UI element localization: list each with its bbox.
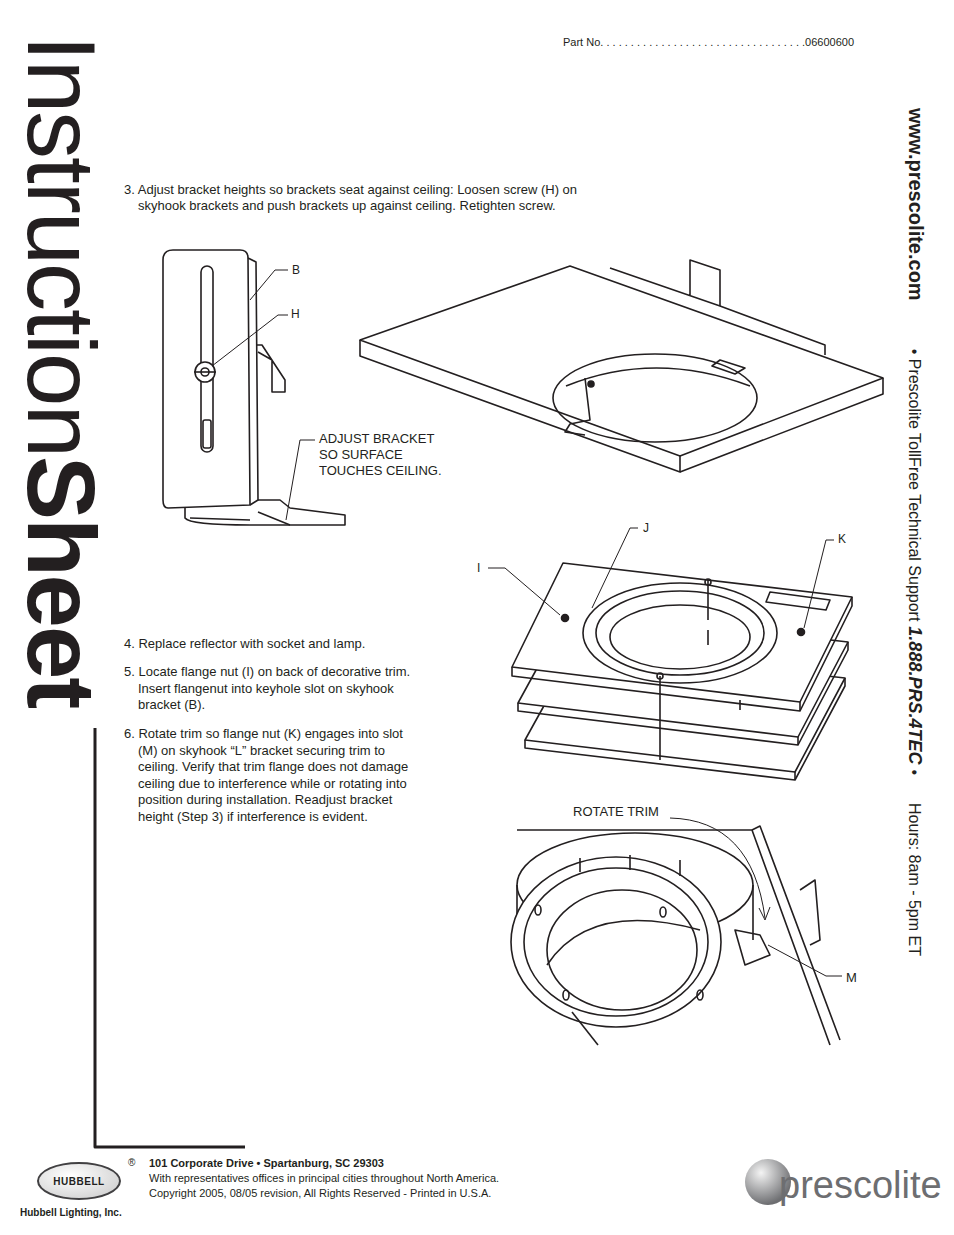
- footer-text: With representatives offices in principa…: [149, 1172, 499, 1186]
- callout-letter: K: [838, 532, 846, 547]
- step-text: 3. Adjust bracket heights so brackets se…: [124, 182, 624, 215]
- bullet: •: [906, 769, 923, 775]
- callout-letter: B: [292, 263, 300, 278]
- website: www.prescolite.com: [905, 108, 927, 301]
- registered-mark: ®: [128, 1157, 135, 1170]
- address: 101 Corporate Drive • Spartanburg, SC 29…: [149, 1157, 384, 1171]
- frame-line: [95, 728, 245, 1147]
- step-text: 6. Rotate trim so flange nut (K) engages…: [124, 726, 416, 825]
- trim-plates: [512, 563, 852, 780]
- phone-number: 1.888.PRS.4TEC: [905, 626, 925, 764]
- side-banner: www.prescolite.com • Prescolite TollFree …: [902, 108, 928, 956]
- callout-letter: J: [643, 521, 649, 536]
- callout-letter: H: [291, 307, 300, 322]
- title-word: Sheet: [8, 456, 115, 707]
- brand-logo: prescolite: [779, 1162, 942, 1210]
- callout-letter: I: [477, 561, 480, 576]
- leader-lines: [212, 270, 842, 976]
- support-text: • Prescolite TollFree Technical Support: [906, 349, 923, 622]
- bracket-figure: [163, 250, 345, 525]
- company-name: Hubbell Lighting, Inc.: [20, 1207, 122, 1220]
- step-text: 5. Locate flange nut (I) on back of deco…: [124, 664, 416, 714]
- vertical-title: InstructionSheet: [13, 35, 109, 707]
- hours-text: Hours: 8am - 5pm ET: [906, 803, 923, 956]
- rotate-trim-figure: [511, 826, 840, 1045]
- callout-note: ADJUST BRACKET SO SURFACE TOUCHES CEILIN…: [319, 431, 451, 479]
- ceiling-panel: [360, 260, 883, 472]
- part-number: Part No. . . . . . . . . . . . . . . . .…: [563, 36, 854, 50]
- callout-note: ROTATE TRIM: [573, 804, 659, 820]
- footer-text: Copyright 2005, 08/05 revision, All Righ…: [149, 1187, 491, 1201]
- logo-oval: HUBBELL: [37, 1162, 121, 1200]
- logo-text: HUBBELL: [53, 1176, 104, 1187]
- title-word: Instruction: [8, 35, 115, 456]
- step-text: 4. Replace reflector with socket and lam…: [124, 636, 424, 652]
- callout-letter: M: [846, 970, 857, 986]
